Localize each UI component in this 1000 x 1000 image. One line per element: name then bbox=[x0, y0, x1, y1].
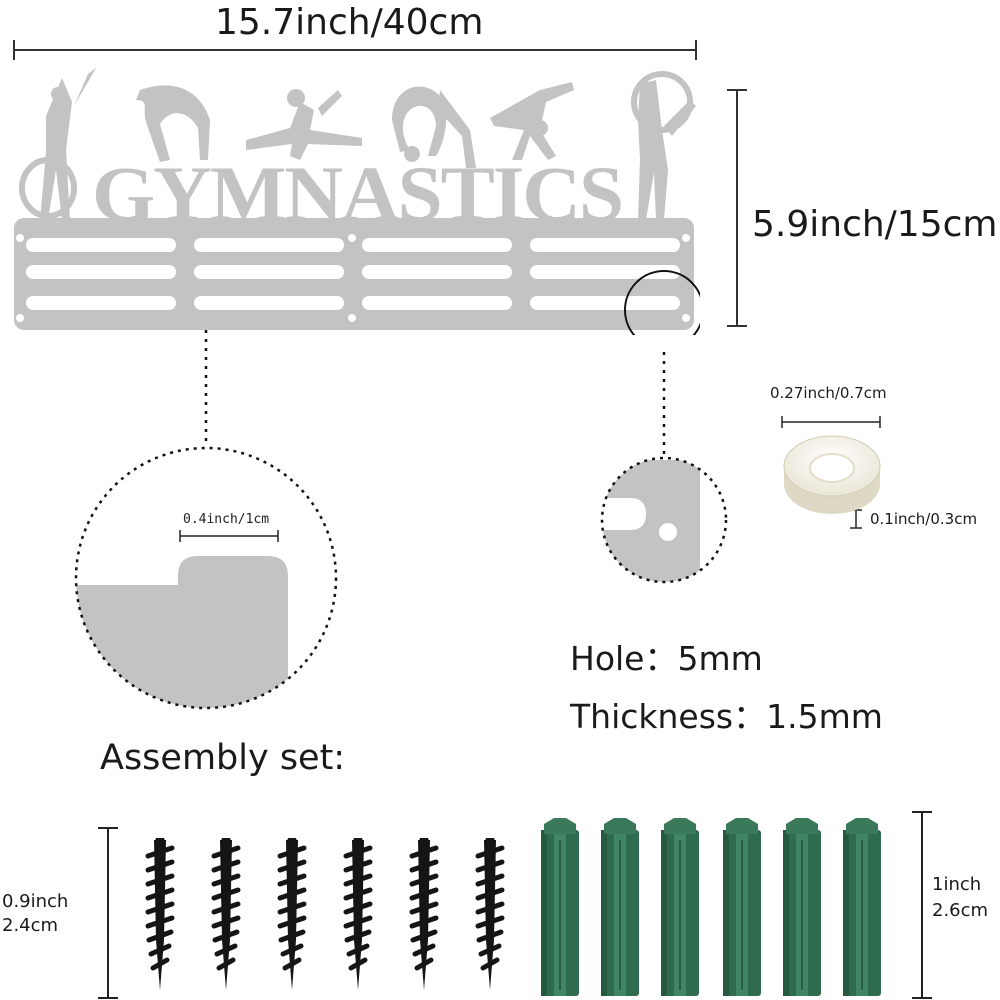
washer-diameter-label: 0.27inch/0.7cm bbox=[770, 384, 887, 402]
assembly-set-label: Assembly set: bbox=[100, 738, 346, 778]
washer-thickness-label: 0.1inch/0.3cm bbox=[870, 510, 978, 528]
screw-length-cm: 2.4cm bbox=[2, 915, 59, 936]
screw-length-in: 0.9inch bbox=[2, 891, 69, 912]
width-dimension-label: 15.7inch/40cm bbox=[215, 2, 484, 43]
medal-rack: GYMNASTICS bbox=[14, 68, 700, 335]
thickness-spec: Thickness：1.5mm bbox=[570, 690, 883, 738]
hole-spec-value: 5mm bbox=[677, 639, 763, 678]
slot-width-label: 0.4inch/1cm bbox=[183, 512, 270, 527]
hardware-parts bbox=[0, 817, 882, 997]
anchor-length-cm: 2.6cm bbox=[932, 900, 989, 921]
hole-spec: Hole：5mm bbox=[570, 632, 763, 680]
screw-length-label: 0.9inch 2.4cm bbox=[2, 890, 68, 938]
gymnast-silhouettes bbox=[19, 68, 696, 220]
washer bbox=[783, 435, 881, 514]
hole-spec-label: Hole： bbox=[570, 639, 678, 678]
thickness-spec-label: Thickness： bbox=[570, 697, 767, 736]
height-dimension-label: 5.9inch/15cm bbox=[752, 204, 998, 245]
anchor-length-label: 1inch 2.6cm bbox=[932, 872, 988, 924]
medal-slots bbox=[16, 234, 690, 322]
thickness-spec-value: 1.5mm bbox=[766, 697, 883, 736]
anchor-length-in: 1inch bbox=[932, 874, 982, 895]
